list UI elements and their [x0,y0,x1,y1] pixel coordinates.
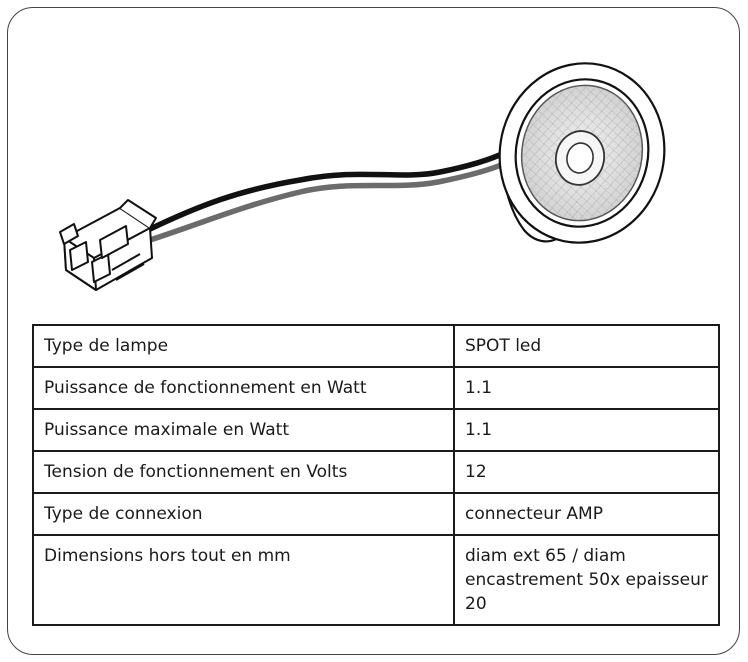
table-row: Tension de fonctionnement en Volts 12 [32,450,720,494]
spec-value: 1.1 [453,408,720,452]
specs-table: Type de lampe SPOT led Puissance de fonc… [32,324,720,626]
spec-value: 1.1 [453,366,720,410]
table-row: Puissance maximale en Watt 1.1 [32,408,720,452]
spec-label: Tension de fonctionnement en Volts [32,450,455,494]
cable-grey [147,160,509,243]
spec-value: connecteur AMP [453,492,720,536]
spec-label: Type de connexion [32,492,455,536]
spec-label: Puissance maximale en Watt [32,408,455,452]
spec-label: Dimensions hors tout en mm [32,534,455,626]
table-row: Puissance de fonctionnement en Watt 1.1 [32,366,720,410]
led-spot-with-amp-connector-icon [59,62,666,291]
amp-connector-icon [59,199,157,291]
table-row: Type de lampe SPOT led [32,324,720,368]
table-row: Type de connexion connecteur AMP [32,492,720,536]
spec-label: Puissance de fonctionnement en Watt [32,366,455,410]
led-reflector [520,84,644,222]
spec-value: 12 [453,450,720,494]
spec-label: Type de lampe [32,324,455,368]
spec-value: diam ext 65 / diam encastrement 50x epai… [453,534,720,626]
table-row: Dimensions hors tout en mm diam ext 65 /… [32,534,720,626]
cable-black [145,149,509,233]
spec-value: SPOT led [453,324,720,368]
